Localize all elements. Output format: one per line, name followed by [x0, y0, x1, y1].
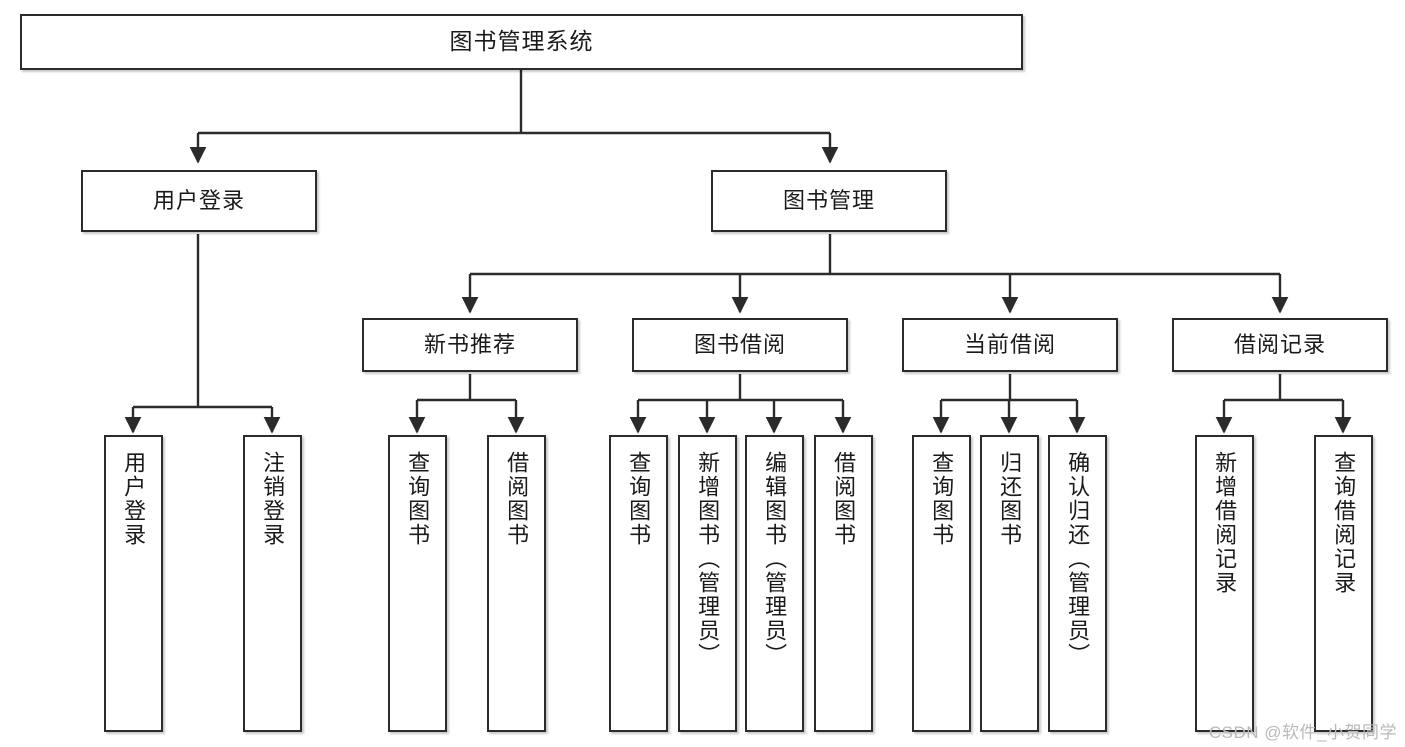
node-user-login-label: 用户登录	[152, 187, 245, 213]
node-book-management[interactable]: 图书管理	[711, 170, 947, 232]
node-user-login[interactable]: 用户登录	[81, 170, 317, 232]
leaf-current-borrow-2-label: 归还图书	[997, 451, 1023, 547]
node-new-book-recommend[interactable]: 新书推荐	[362, 318, 578, 372]
leaf-borrow-record-1-label: 新增借阅记录	[1212, 451, 1238, 595]
node-root-label: 图书管理系统	[449, 28, 594, 55]
leaf-user-login-1[interactable]: 用户登录	[104, 435, 163, 732]
leaf-borrow-record-2[interactable]: 查询借阅记录	[1314, 435, 1373, 732]
node-current-borrow[interactable]: 当前借阅	[902, 318, 1118, 372]
leaf-current-borrow-1-label: 查询图书	[929, 451, 955, 547]
leaf-book-borrow-3[interactable]: 编辑图书（管理员）	[745, 435, 804, 732]
leaf-user-login-1-label: 用户登录	[121, 451, 147, 547]
leaf-new-book-2[interactable]: 借阅图书	[487, 435, 546, 732]
leaf-borrow-record-2-label: 查询借阅记录	[1331, 451, 1357, 595]
watermark: CSDN @软件_小贺同学	[1208, 723, 1397, 742]
node-new-book-recommend-label: 新书推荐	[423, 331, 516, 357]
leaf-book-borrow-3-label: 编辑图书（管理员）	[762, 451, 788, 667]
node-root[interactable]: 图书管理系统	[20, 14, 1023, 70]
leaf-current-borrow-2[interactable]: 归还图书	[980, 435, 1039, 732]
leaf-book-borrow-2-label: 新增图书（管理员）	[695, 451, 721, 667]
node-borrow-record-label: 借阅记录	[1233, 331, 1326, 357]
leaf-book-borrow-4[interactable]: 借阅图书	[814, 435, 873, 732]
leaf-current-borrow-1[interactable]: 查询图书	[912, 435, 971, 732]
leaf-current-borrow-3-label: 确认归还（管理员）	[1065, 451, 1091, 667]
leaf-book-borrow-1[interactable]: 查询图书	[609, 435, 668, 732]
leaf-book-borrow-2[interactable]: 新增图书（管理员）	[678, 435, 737, 732]
node-book-borrow[interactable]: 图书借阅	[632, 318, 848, 372]
leaf-borrow-record-1[interactable]: 新增借阅记录	[1195, 435, 1254, 732]
node-book-management-label: 图书管理	[782, 187, 875, 213]
leaf-book-borrow-4-label: 借阅图书	[831, 451, 857, 547]
leaf-user-login-2[interactable]: 注销登录	[243, 435, 302, 732]
leaf-new-book-2-label: 借阅图书	[504, 451, 530, 547]
leaf-book-borrow-1-label: 查询图书	[626, 451, 652, 547]
node-book-borrow-label: 图书借阅	[693, 331, 786, 357]
leaf-new-book-1-label: 查询图书	[405, 451, 431, 547]
node-borrow-record[interactable]: 借阅记录	[1172, 318, 1388, 372]
node-current-borrow-label: 当前借阅	[963, 331, 1056, 357]
leaf-new-book-1[interactable]: 查询图书	[388, 435, 447, 732]
leaf-user-login-2-label: 注销登录	[260, 451, 286, 547]
leaf-current-borrow-3[interactable]: 确认归还（管理员）	[1048, 435, 1107, 732]
